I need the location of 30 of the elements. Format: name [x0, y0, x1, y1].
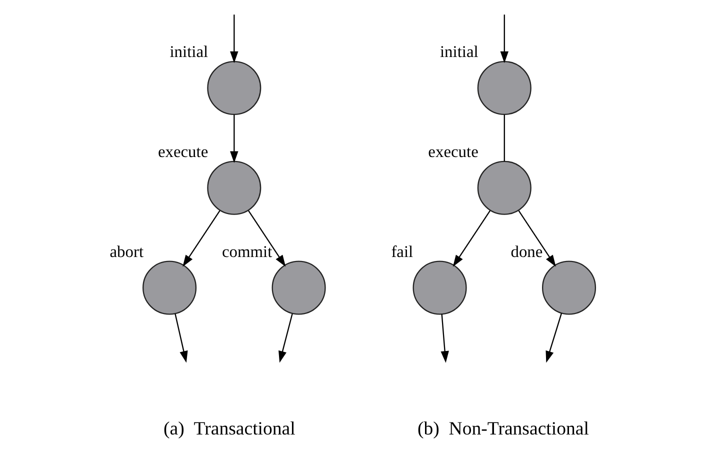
node-label: execute	[428, 141, 478, 160]
node-label: initial	[439, 42, 478, 61]
arrow	[518, 210, 556, 266]
arrow	[440, 314, 448, 362]
arrow	[182, 210, 220, 266]
node-label: execute	[157, 141, 208, 160]
node-circle	[142, 260, 196, 314]
node-circle	[206, 60, 261, 114]
node-circle	[476, 160, 531, 214]
node-label: initial	[169, 42, 208, 61]
arrow	[545, 312, 562, 362]
node-circle	[476, 60, 531, 114]
arrow	[230, 14, 238, 63]
node-label: commit	[221, 241, 272, 260]
arrow	[230, 114, 238, 162]
arrow	[452, 210, 490, 266]
node-label: fail	[390, 241, 413, 260]
label: (a) Transactional	[163, 418, 295, 440]
node-label: abort	[109, 241, 144, 260]
node-circle	[412, 260, 466, 314]
label: (b) Non-Transactional	[417, 418, 588, 440]
arrow	[278, 313, 292, 362]
arrow	[248, 210, 286, 266]
node-circle	[271, 260, 326, 314]
arrow	[500, 14, 508, 63]
node-label: done	[510, 241, 542, 260]
node-circle	[206, 160, 261, 214]
node-circle	[542, 260, 596, 314]
arrow	[174, 313, 188, 362]
connector	[503, 114, 504, 161]
